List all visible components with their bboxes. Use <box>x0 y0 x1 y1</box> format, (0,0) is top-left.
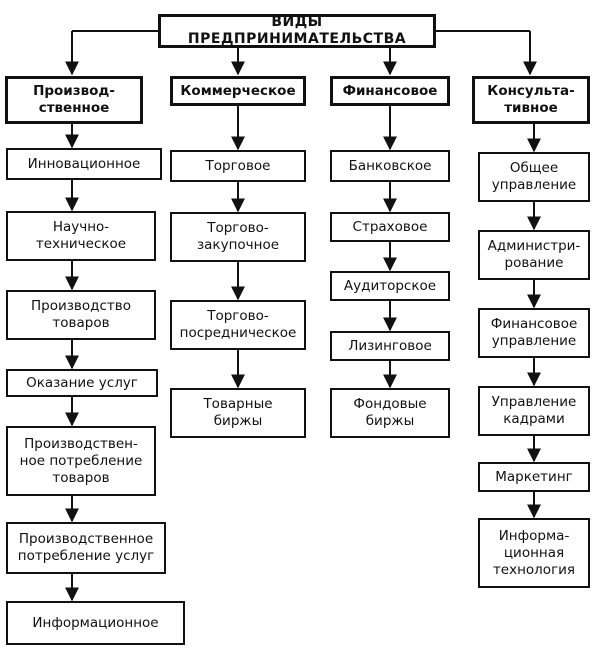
item-consulting-5: Маркетинг <box>478 462 590 492</box>
item-production-2: Научно- техническое <box>6 211 156 261</box>
item-financial-2: Страховое <box>330 212 450 242</box>
category-financial: Финансовое <box>330 76 450 106</box>
item-production-1: Инновационное <box>6 148 162 180</box>
item-financial-4: Лизинговое <box>330 331 450 361</box>
item-production-3: Производство товаров <box>6 290 156 340</box>
item-consulting-1: Общее управление <box>478 152 590 202</box>
item-financial-3: Аудиторское <box>330 271 450 301</box>
item-consulting-admin: Администри- рование <box>478 230 590 280</box>
item-consulting-6: Информа- ционная технология <box>478 518 590 588</box>
category-production: Производ- ственное <box>5 76 143 124</box>
item-commercial-2: Торгово- закупочное <box>170 212 306 262</box>
item-production-6: Производственное потребление услуг <box>6 522 166 574</box>
category-consulting: Консульта- тивное <box>472 76 590 124</box>
item-financial-5: Фондовые биржы <box>330 388 450 438</box>
item-consulting-finance: Финансовое управление <box>478 308 590 358</box>
category-commercial: Коммерческое <box>170 76 306 106</box>
item-production-4: Оказание услуг <box>6 369 158 397</box>
item-production-5: Производствен- ное потребление товаров <box>6 426 156 496</box>
item-commercial-1: Торговое <box>170 150 306 182</box>
item-commercial-3: Торгово- посредническое <box>170 300 306 350</box>
item-financial-1: Банковское <box>330 150 450 182</box>
root-box: ВИДЫ ПРЕДПРИНИМАТЕЛЬСТВА <box>158 14 436 48</box>
item-commercial-4: Товарные биржы <box>170 388 306 438</box>
item-production-7: Информационное <box>6 601 185 645</box>
item-consulting-4: Управление кадрами <box>478 386 590 436</box>
